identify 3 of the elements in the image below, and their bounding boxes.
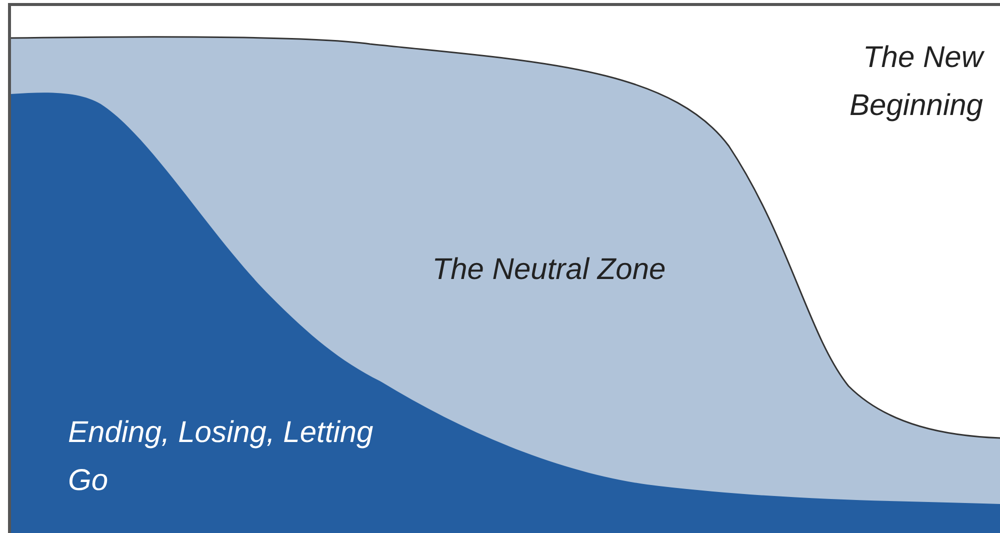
phase-label: Ending, Losing, Letting Go bbox=[68, 409, 408, 505]
phase-label: The Neutral Zone bbox=[429, 246, 669, 294]
phase-label: The New Beginning bbox=[763, 34, 983, 130]
